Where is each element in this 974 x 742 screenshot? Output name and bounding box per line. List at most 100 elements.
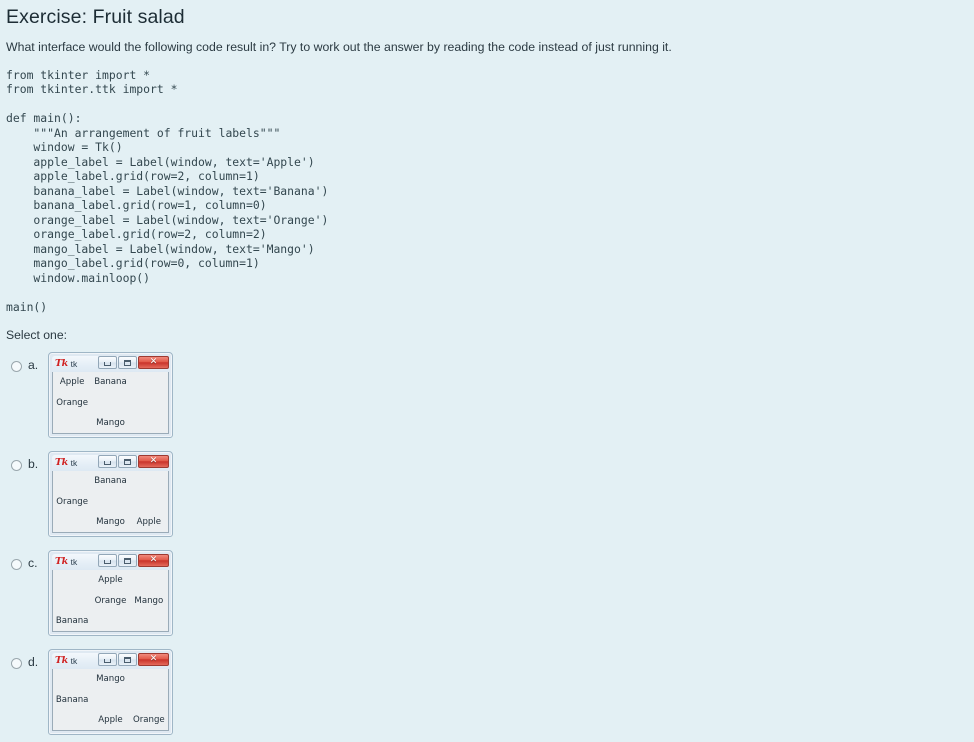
fruit-grid-empty-cell xyxy=(91,491,129,511)
fruit-label-orange: Orange xyxy=(132,714,165,725)
answer-letter: c. xyxy=(28,556,38,571)
close-icon: ✕ xyxy=(149,456,158,467)
fruit-label-apple: Apple xyxy=(98,575,123,586)
fruit-label-banana: Banana xyxy=(55,694,89,705)
tk-logo-icon: Tk xyxy=(55,457,68,469)
page-title: Exercise: Fruit salad xyxy=(6,6,185,28)
minimize-button[interactable] xyxy=(98,554,117,568)
fruit-label-mango: Mango xyxy=(96,516,125,527)
fruit-grid-row: Orange xyxy=(53,392,168,412)
fruit-grid-empty-cell xyxy=(53,590,91,610)
fruit-label-apple: Apple xyxy=(98,714,123,725)
maximize-icon xyxy=(124,359,131,366)
minimize-icon xyxy=(104,362,111,367)
close-icon: ✕ xyxy=(149,555,158,566)
window-controls: ✕ xyxy=(97,653,169,667)
fruit-grid-empty-cell xyxy=(130,471,168,491)
fruit-grid-row: Banana xyxy=(53,471,168,491)
fruit-grid-empty-cell xyxy=(91,611,129,631)
minimize-icon xyxy=(104,659,111,664)
fruit-label-apple: Apple xyxy=(59,377,85,388)
question-prompt: What interface would the following code … xyxy=(6,40,672,54)
fruit-grid-empty-cell xyxy=(130,570,168,590)
close-icon: ✕ xyxy=(149,357,158,368)
maximize-button[interactable] xyxy=(118,554,137,568)
maximize-button[interactable] xyxy=(118,356,137,370)
fruit-grid-row: Mango xyxy=(53,669,168,689)
maximize-button[interactable] xyxy=(118,455,137,469)
minimize-icon xyxy=(104,560,111,565)
fruit-grid-empty-cell xyxy=(130,413,168,433)
minimize-button[interactable] xyxy=(98,356,117,370)
close-button[interactable]: ✕ xyxy=(138,653,169,667)
tk-logo-icon: Tk xyxy=(55,358,68,370)
close-button[interactable]: ✕ xyxy=(138,356,169,370)
window-controls: ✕ xyxy=(97,455,169,469)
radio-option-a[interactable] xyxy=(11,361,22,373)
tk-window-title: tk xyxy=(70,556,78,567)
maximize-icon xyxy=(124,656,131,663)
fruit-grid-empty-cell xyxy=(53,570,91,590)
maximize-icon xyxy=(124,458,131,465)
fruit-label-banana: Banana xyxy=(94,377,127,388)
fruit-grid-empty-cell xyxy=(130,669,168,689)
fruit-grid-empty-cell xyxy=(130,372,168,392)
fruit-label-mango: Mango xyxy=(96,674,125,685)
fruit-grid-empty-cell xyxy=(130,491,168,511)
radio-option-c[interactable] xyxy=(11,559,22,571)
tk-logo-icon: Tk xyxy=(55,556,68,568)
fruit-grid-empty-cell xyxy=(53,471,91,491)
radio-option-d[interactable] xyxy=(11,658,22,670)
fruit-grid-empty-cell xyxy=(130,392,168,412)
fruit-grid-row: Apple Orange xyxy=(53,710,168,730)
fruit-grid-empty-cell xyxy=(53,669,91,689)
fruit-label-orange: Orange xyxy=(56,496,89,507)
minimize-button[interactable] xyxy=(98,455,117,469)
close-icon: ✕ xyxy=(149,654,158,665)
fruit-grid-empty-cell xyxy=(53,710,91,730)
tk-window-title: tk xyxy=(70,358,78,369)
fruit-grid-empty-cell xyxy=(130,611,168,631)
fruit-grid-empty-cell xyxy=(53,512,91,532)
fruit-label-banana: Banana xyxy=(94,476,127,487)
close-button[interactable]: ✕ xyxy=(138,554,169,568)
minimize-button[interactable] xyxy=(98,653,117,667)
fruit-grid-row: Mango xyxy=(53,413,168,433)
close-button[interactable]: ✕ xyxy=(138,455,169,469)
tk-window-title: tk xyxy=(70,655,78,666)
maximize-icon xyxy=(124,557,131,564)
fruit-label-orange: Orange xyxy=(56,397,89,408)
fruit-label-mango: Mango xyxy=(134,595,164,606)
minimize-icon xyxy=(104,461,111,466)
answer-letter: d. xyxy=(28,655,39,670)
fruit-grid-row: Banana xyxy=(53,689,168,709)
radio-option-b[interactable] xyxy=(11,460,22,472)
tk-logo-icon: Tk xyxy=(55,655,68,667)
maximize-button[interactable] xyxy=(118,653,137,667)
fruit-grid-empty-cell xyxy=(53,413,91,433)
answer-letter: a. xyxy=(28,358,39,373)
window-controls: ✕ xyxy=(97,554,169,568)
fruit-grid-empty-cell xyxy=(91,689,129,709)
